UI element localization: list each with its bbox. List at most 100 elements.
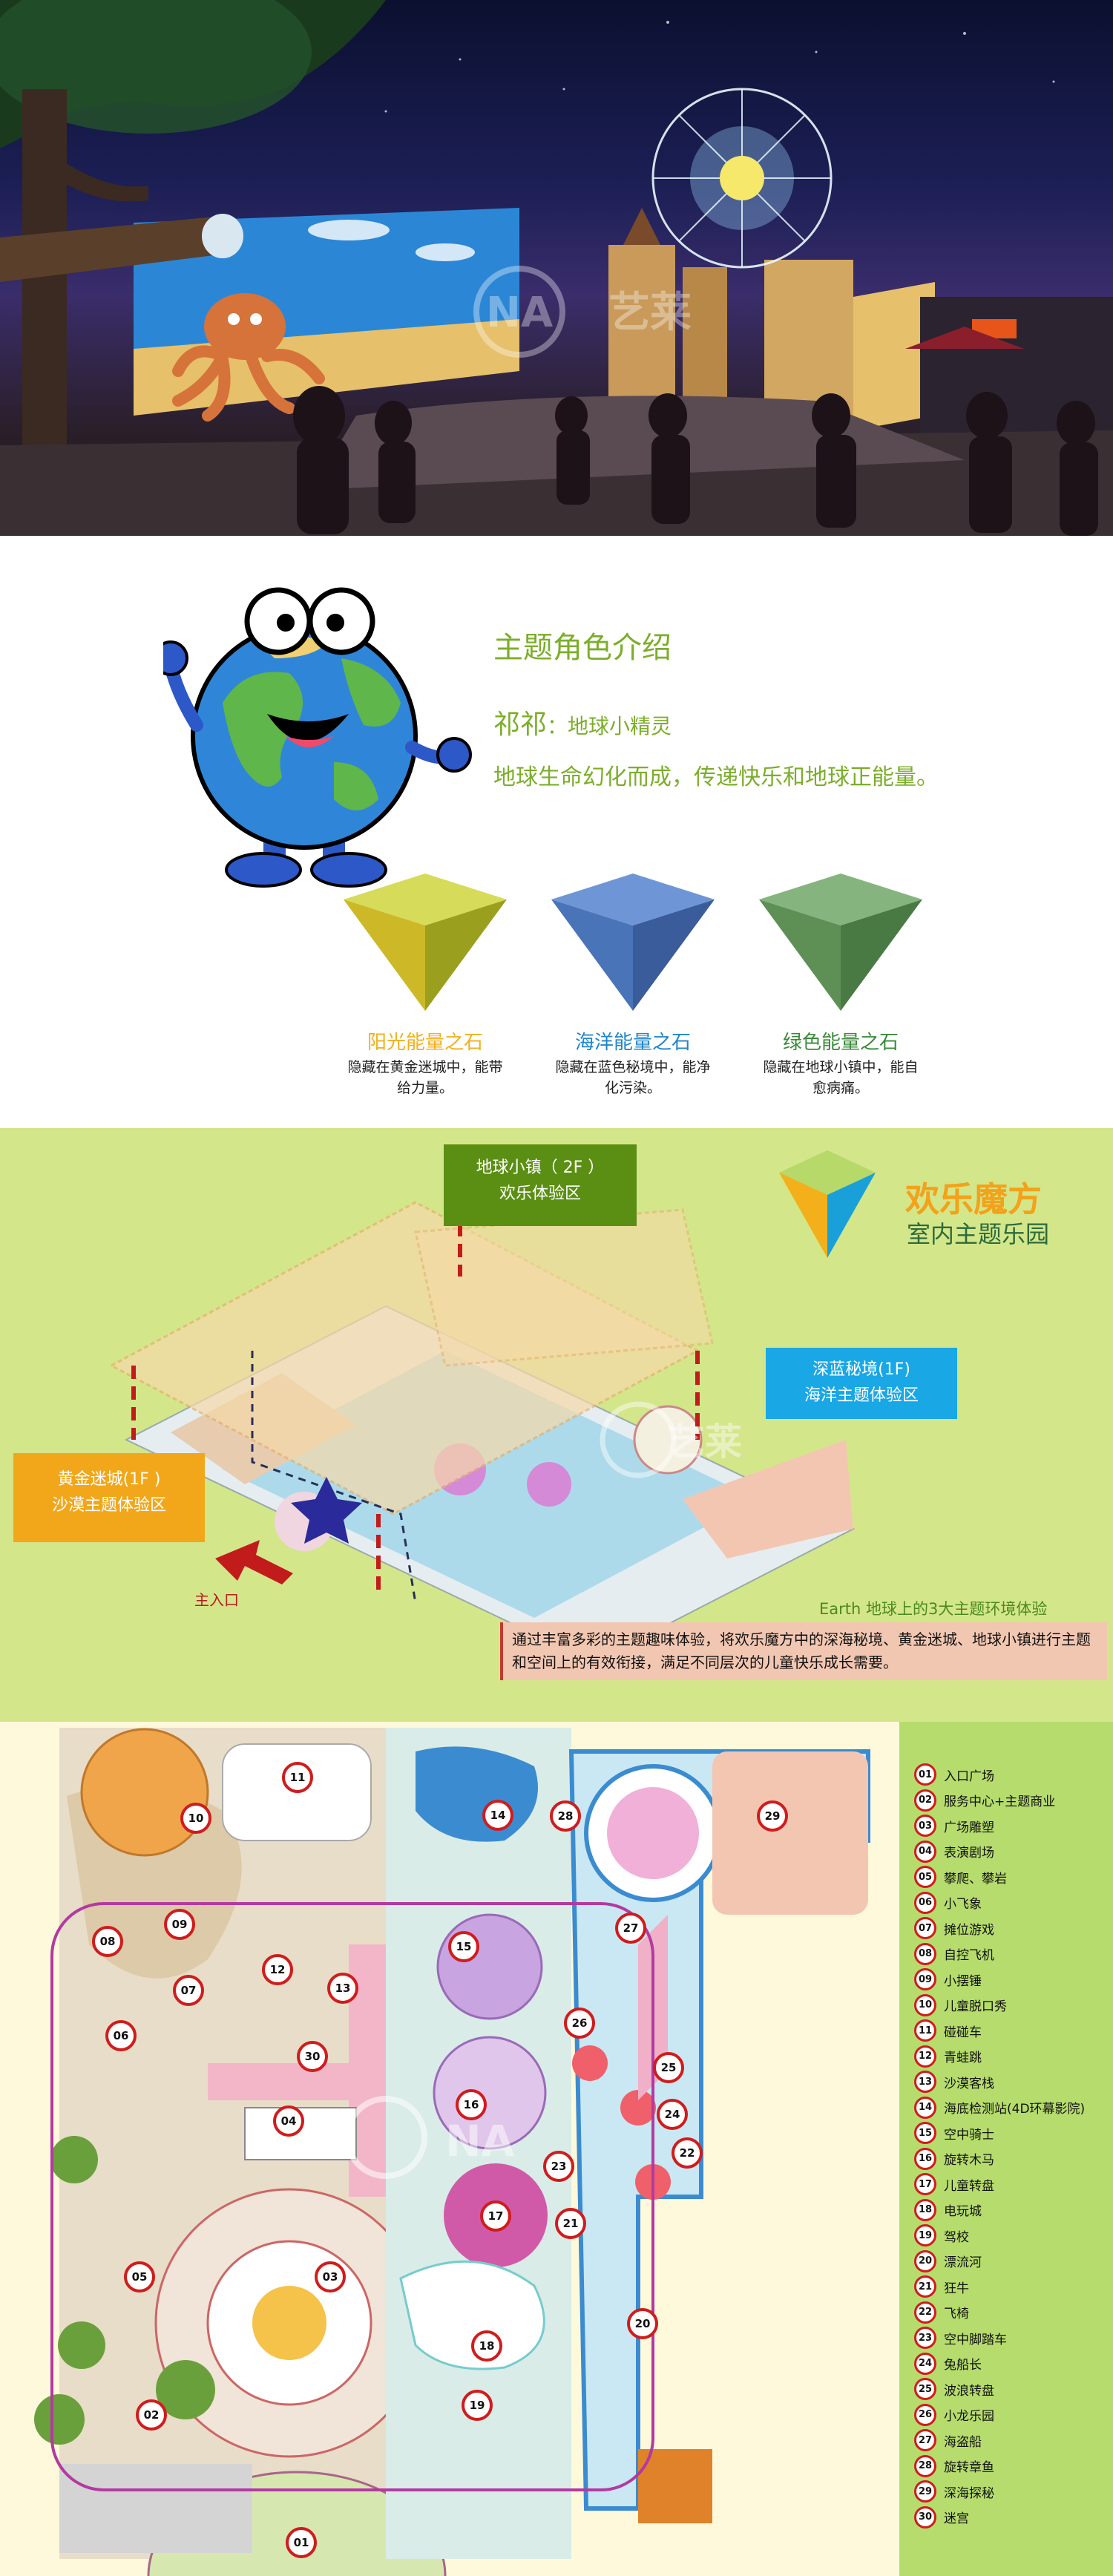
callout-earth-town: 地球小镇（ 2F ） 欢乐体验区 (444, 1144, 637, 1226)
map-badge-27: 27 (615, 1913, 646, 1944)
character-description: 地球生命幻化而成，传递快乐和地球正能量。 (493, 764, 939, 790)
map-badge-29: 29 (757, 1800, 788, 1832)
legend-number-badge: 18 (914, 2198, 936, 2221)
legend-item: 20 漂流河 (914, 2249, 982, 2272)
legend-number-badge: 01 (914, 1763, 936, 1786)
legend-item: 10 儿童脱口秀 (914, 1993, 1007, 2016)
legend-item: 07 摊位游戏 (914, 1917, 994, 1939)
legend-item: 08 自控飞机 (914, 1942, 994, 1965)
legend-number-badge: 08 (914, 1942, 936, 1965)
legend-label: 电玩城 (944, 2204, 982, 2219)
hero-watermark-latin: NA (486, 289, 554, 337)
brand-subtitle: 室内主题乐园 (907, 1220, 1050, 1248)
stone-green: 绿色能量之石 隐藏在地球小镇中，能自愈病痛。 (748, 862, 933, 1098)
stone-green-desc: 隐藏在地球小镇中，能自愈病痛。 (763, 1059, 919, 1096)
callout-deep-sea: 深蓝秘境(1F) 海洋主题体验区 (766, 1348, 957, 1419)
map-badge-16: 16 (456, 2089, 487, 2120)
legend-number-badge: 29 (914, 2480, 936, 2503)
legend-label: 波浪转盘 (944, 2383, 994, 2399)
stone-green-name: 绿色能量之石 (782, 1032, 899, 1054)
legend-number-badge: 11 (914, 2019, 936, 2042)
character-intro-section: 主题角色介绍 祁祁：地球小精灵 地球生命幻化而成，传递快乐和地球正能量。 阳光能… (0, 536, 1113, 1128)
map-badge-28: 28 (550, 1800, 581, 1832)
legend-label: 青蛙跳 (944, 2051, 982, 2065)
legend-label: 空中骑士 (944, 2127, 994, 2143)
legend-number-badge: 27 (914, 2429, 936, 2451)
site-plan-drawing: NA (34, 1728, 870, 2576)
callout-deep-sea-line2: 海洋主题体验区 (804, 1386, 919, 1406)
legend-label: 兔船长 (944, 2358, 982, 2373)
character-name: 祁祁：地球小精灵 (493, 703, 672, 741)
map-badge-20: 20 (627, 2308, 658, 2339)
callout-earth-town-line2: 欢乐体验区 (499, 1184, 581, 1204)
legend-number-badge: 26 (914, 2403, 936, 2426)
main-entrance-label: 主入口 (194, 1591, 239, 1609)
map-badge-17: 17 (480, 2200, 511, 2232)
callout-deep-sea-line1: 深蓝秘境(1F) (812, 1360, 910, 1379)
legend-label: 沙漠客栈 (944, 2076, 994, 2091)
plan-watermark-latin: NA (445, 2116, 515, 2166)
map-badge-05: 05 (124, 2261, 155, 2292)
legend-item: 24 兔船长 (914, 2352, 982, 2375)
map-badge-02: 02 (136, 2399, 167, 2431)
hero-scene: NA 艺莱 (0, 0, 1113, 536)
earth-mascot-illustration (163, 587, 472, 888)
legend-label: 自控飞机 (944, 1948, 994, 1963)
legend-number-badge: 22 (914, 2301, 936, 2324)
map-badge-30: 30 (297, 2041, 328, 2072)
legend-label: 深海探秘 (944, 2485, 994, 2501)
legend-label: 儿童脱口秀 (944, 1999, 1007, 2014)
legend-number-badge: 12 (914, 2045, 936, 2068)
site-plan-map: NA 01 02 03 04 05 06 07 08 09 10 11 12 1… (0, 1722, 899, 2576)
map-badge-04: 04 (273, 2105, 304, 2137)
legend-number-badge: 04 (914, 1840, 936, 1863)
map-badge-01: 01 (286, 2527, 317, 2558)
callout-golden-maze-line2: 沙漠主题体验区 (51, 1496, 166, 1515)
callout-golden-maze-line1: 黄金迷城(1F ) (57, 1470, 161, 1489)
legend-number-badge: 07 (914, 1917, 936, 1939)
stone-sunlight-desc: 隐藏在黄金迷城中，能带给力量。 (347, 1059, 503, 1096)
map-badge-22: 22 (672, 2137, 703, 2169)
legend-number-badge: 24 (914, 2352, 936, 2375)
stone-ocean-name: 海洋能量之石 (574, 1032, 691, 1054)
legend-number-badge: 03 (914, 1815, 936, 1837)
legend-number-badge: 06 (914, 1891, 936, 1914)
legend-item: 22 飞椅 (914, 2301, 969, 2324)
legend-number-badge: 10 (914, 1993, 936, 2016)
legend-number-badge: 25 (914, 2378, 936, 2400)
legend-label: 空中脚踏车 (944, 2332, 1007, 2347)
intro-title: 主题角色介绍 (493, 631, 672, 665)
isometric-plan-section: 艺莱 地球小镇（ 2F ） 欢乐体验区 深蓝秘境(1F) 海洋主题体验区 黄金迷… (0, 1128, 1113, 1722)
map-badge-03: 03 (315, 2261, 346, 2292)
legend-label: 表演剧场 (944, 1846, 994, 1861)
legend-label: 飞椅 (944, 2307, 969, 2321)
legend-number-badge: 20 (914, 2249, 936, 2272)
legend-label: 儿童转盘 (944, 2178, 994, 2194)
legend-label: 碰碰车 (944, 2025, 982, 2040)
map-badge-11: 11 (282, 1762, 313, 1793)
brand-name: 欢乐魔方 (905, 1179, 1042, 1219)
legend-number-badge: 05 (914, 1866, 936, 1888)
site-plan-section: NA 01 02 03 04 05 06 07 08 09 10 11 12 1… (0, 1722, 1113, 2576)
legend-label: 摊位游戏 (944, 1922, 994, 1938)
stone-ocean-desc: 隐藏在蓝色秘境中，能净化污染。 (555, 1059, 711, 1096)
hero-image: NA 艺莱 (0, 0, 1113, 536)
legend-label: 小摆锤 (944, 1973, 982, 1989)
ocean-gem-icon (551, 874, 715, 1011)
map-badge-19: 19 (462, 2390, 493, 2421)
hero-watermark: 艺莱 (608, 289, 692, 337)
legend-label: 漂流河 (944, 2255, 982, 2270)
legend-item: 04 表演剧场 (914, 1840, 994, 1863)
